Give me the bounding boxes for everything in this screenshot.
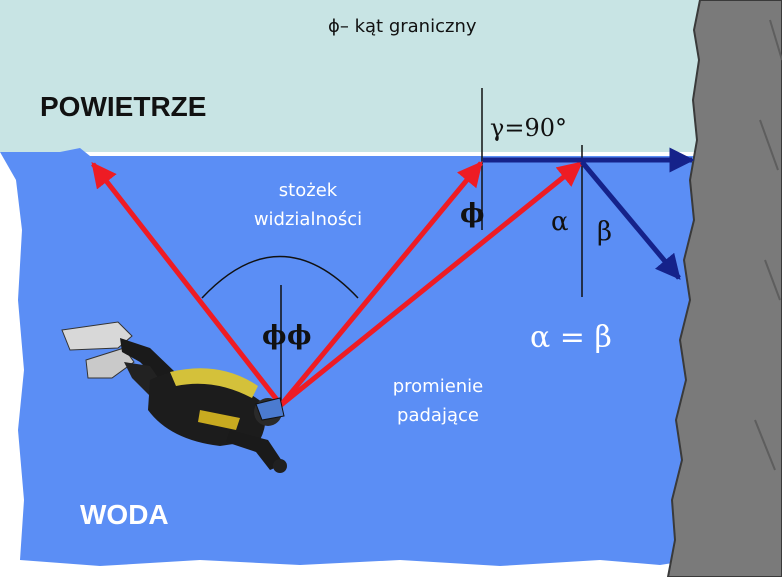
cone-label-line2: widzialności (254, 209, 362, 230)
rays-label-line2: padające (397, 405, 479, 426)
phi-right-label: ϕ (287, 321, 311, 351)
phi-left-label: ϕ (262, 321, 286, 351)
cone-arc (201, 255, 359, 299)
air-label: POWIETRZE (40, 91, 206, 122)
scuba-diver-illustration (61, 321, 287, 473)
ray-reflected (580, 160, 681, 280)
rock-wall (666, 0, 782, 577)
beta-label: β (597, 217, 612, 247)
water-label: WODA (80, 499, 169, 530)
rays-label-line1: promienie (393, 376, 484, 397)
ray-beyond-critical (279, 161, 583, 407)
air-region (0, 0, 702, 152)
ray-left-refracted (91, 162, 283, 407)
gamma-label: γ=90° (490, 114, 567, 142)
phi-grazing-label: ϕ (460, 199, 484, 229)
cone-label-line1: stożek (279, 180, 338, 201)
water-region (0, 148, 700, 566)
ray-critical (279, 161, 483, 407)
critical-angle-note: ϕ– kąt graniczny (328, 16, 477, 37)
alpha-eq-beta-label: α = β (530, 320, 612, 355)
rock-texture (754, 19, 782, 471)
alpha-label: α (551, 207, 569, 237)
